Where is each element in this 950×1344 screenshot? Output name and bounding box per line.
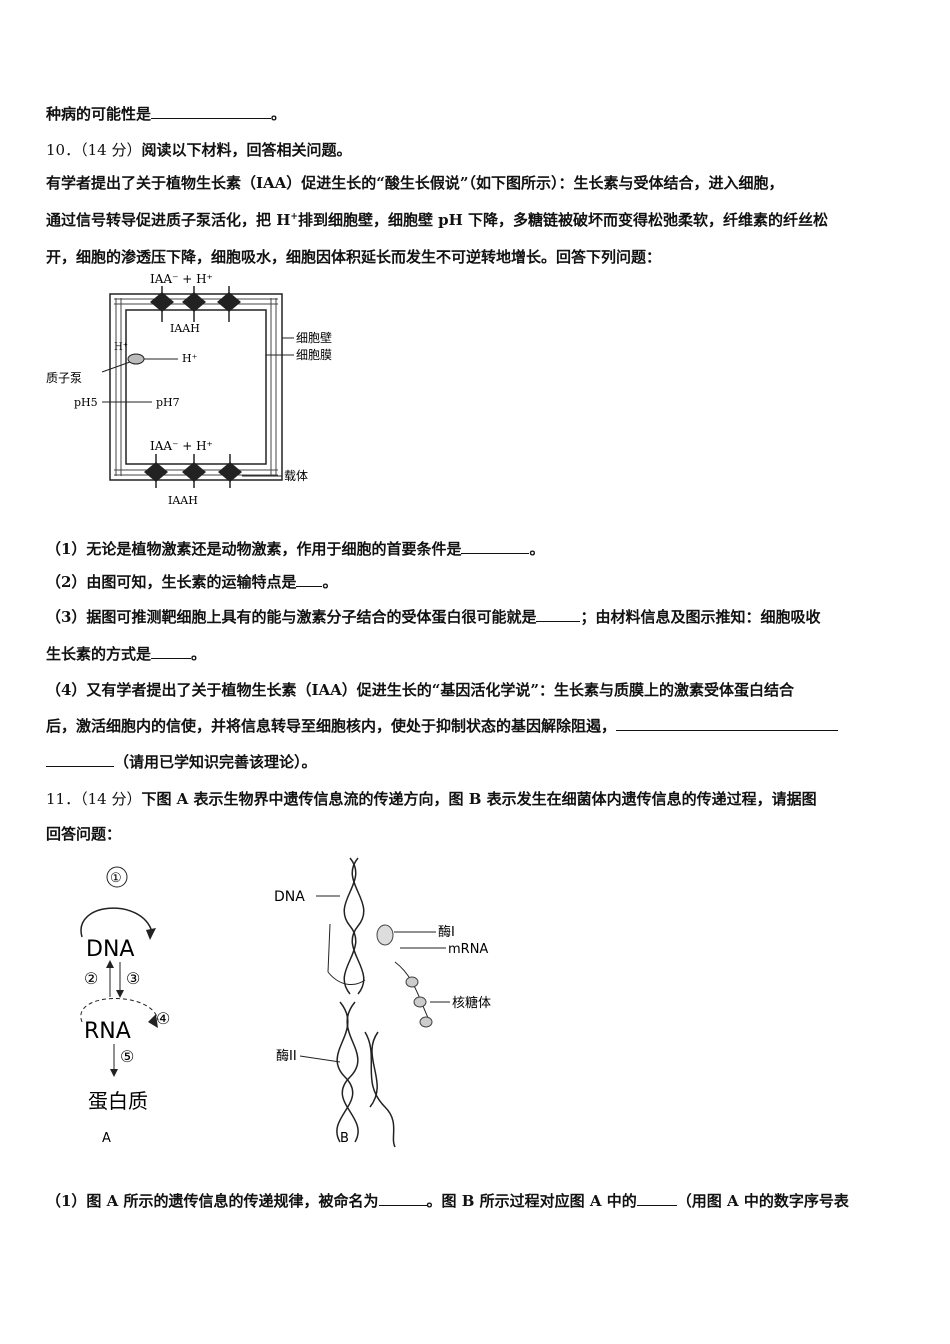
q11-prompt2: 回答问题： (46, 825, 122, 843)
q10-sub4c-text: （请用已学知识完善该理论）。 (114, 753, 317, 771)
q10-sub4a: （4）又有学者提出了关于植物生长素（IAA）促进生长的“基因活化学说”：生长素与… (46, 681, 794, 699)
label-n5: ⑤ (120, 1047, 134, 1066)
q10-sub4b: 后，激活细胞内的信使，并将信息转导至细胞核内，使处于抑制状态的基因解除阻遏， (46, 715, 839, 736)
proton-pump-shape (127, 353, 145, 365)
q10-para3: 开，细胞的渗透压下降，细胞吸水，细胞因体积延长而发生不可逆转地增长。回答下列问题… (46, 248, 662, 266)
answer-blank[interactable] (461, 539, 530, 554)
label-b-dna: DNA (274, 889, 305, 905)
q10-sub1: （1）无论是植物激素还是动物激素，作用于细胞的首要条件是 。 (46, 538, 544, 559)
answer-blank[interactable] (151, 644, 192, 659)
answer-blank[interactable] (616, 716, 839, 731)
label-dna: DNA (86, 937, 134, 962)
answer-blank[interactable] (46, 752, 114, 767)
q10-para2-b: 排到细胞壁，细胞壁 pH 下降，多糖链被破坏而变得松弛柔软，纤维素的纤丝松 (297, 211, 829, 229)
q10-sub3a-text: （3）据图可推测靶细胞上具有的能与激素分子结合的受体蛋白很可能就是 (46, 608, 537, 626)
label-mrna: mRNA (448, 942, 488, 957)
answer-blank[interactable] (296, 572, 323, 587)
q10-sub3b: 生长素的方式是 。 (46, 643, 206, 664)
q11-score: （14 分） (80, 790, 142, 808)
transcription-figure: DNA 酶I mRNA 核糖体 酶II B (274, 857, 491, 1148)
q11-header: 11．（14 分）下图 A 表示生物界中遗传信息流的传递方向，图 B 表示发生在… (46, 788, 817, 809)
top-label: IAA⁻ + H⁺ (150, 272, 213, 286)
answer-blank[interactable] (636, 1191, 677, 1206)
q10-sub2-end: 。 (322, 573, 338, 591)
h-plus-right: H⁺ (182, 352, 198, 365)
label-enzyme2: 酶II (276, 1048, 297, 1064)
q9-tail-text: 种病的可能性是 (46, 105, 152, 123)
ph-inside: pH7 (156, 396, 180, 409)
q10-sub2: （2）由图可知，生长素的运输特点是 。 (46, 571, 337, 592)
q11-sub1: （1）图 A 所示的遗传信息的传递规律，被命名为 。图 B 所示过程对应图 A 中… (46, 1190, 849, 1211)
q10-sub1-text: （1）无论是植物激素还是动物激素，作用于细胞的首要条件是 (46, 540, 462, 558)
label-ribosome: 核糖体 (452, 995, 491, 1011)
proton-pump-label: 质子泵 (46, 371, 82, 385)
q10-sub4b-text: 后，激活细胞内的信使，并将信息转导至细胞核内，使处于抑制状态的基因解除阻遏， (46, 717, 617, 735)
q10-sub4c: （请用已学知识完善该理论）。 (46, 751, 317, 772)
q9-tail-end: 。 (271, 105, 287, 123)
cell-membrane-label: 细胞膜 (296, 348, 332, 362)
q10-prompt: 阅读以下材料，回答相关问题。 (141, 141, 352, 159)
carrier-label: 载体 (284, 469, 308, 483)
top-carriers (150, 286, 241, 322)
label-n2: ② (84, 969, 98, 988)
answer-blank[interactable] (151, 104, 272, 119)
q10-sub3b-end: 。 (191, 645, 207, 663)
cell-wall-label: 细胞壁 (296, 330, 332, 345)
label-protein: 蛋白质 (88, 1089, 148, 1113)
q10-sub3b-text: 生长素的方式是 (46, 645, 152, 663)
q10-para1: 有学者提出了关于植物生长素（IAA）促进生长的“酸生长假说”（如下图所示）：生长… (46, 174, 784, 192)
q10-sub3a: （3）据图可推测靶细胞上具有的能与激素分子结合的受体蛋白很可能就是 ；由材料信息及… (46, 606, 820, 627)
q10-sub2-text: （2）由图可知，生长素的运输特点是 (46, 573, 297, 591)
q10-para2: 通过信号转导促进质子泵活化，把 H+排到细胞壁，细胞壁 pH 下降，多糖链被破坏… (46, 209, 828, 230)
bottom-inner: IAAH (168, 494, 198, 507)
caption-b: B (340, 1131, 349, 1146)
q11-sub1-end: （用图 A 中的数字序号表 (676, 1192, 849, 1210)
ph-outside: pH5 (74, 396, 98, 409)
label-n3: ③ (126, 969, 140, 988)
answer-blank[interactable] (536, 607, 581, 622)
q10-score: （14 分） (80, 141, 142, 159)
top-inner: IAAH (170, 322, 200, 335)
q11-sub1-text: （1）图 A 所示的遗传信息的传递规律，被命名为 (46, 1192, 379, 1210)
bottom-carriers (144, 454, 242, 488)
q9-tail-line: 种病的可能性是 。 (46, 103, 286, 124)
q10-sub3a-mid: ；由材料信息及图示推知：细胞吸收 (580, 608, 821, 626)
q10-para2-sup: + (290, 212, 298, 222)
bottom-label: IAA⁻ + H⁺ (150, 439, 213, 453)
central-dogma-figure: ① DNA ② ③ ④ RNA ⑤ 蛋白质 A (80, 866, 170, 1146)
acid-growth-figure: IAA⁻ + H⁺ IAAH H⁺ H⁺ 质子泵 pH5 pH7 细胞壁 细胞膜… (46, 272, 332, 507)
label-n1: ① (110, 871, 122, 886)
label-rna: RNA (84, 1019, 131, 1044)
caption-a: A (102, 1131, 111, 1146)
q11-number: 11． (46, 790, 81, 808)
label-n4: ④ (156, 1009, 170, 1028)
q10-header: 10．（14 分）阅读以下材料，回答相关问题。 (46, 139, 351, 160)
q11-sub1-mid: 。图 B 所示过程对应图 A 中的 (426, 1192, 637, 1210)
q10-sub1-end: 。 (529, 540, 545, 558)
q10-number: 10． (46, 141, 81, 159)
q10-para2-a: 通过信号转导促进质子泵活化，把 H (46, 211, 291, 229)
label-enzyme1: 酶I (438, 924, 455, 940)
q11-prompt: 下图 A 表示生物界中遗传信息流的传递方向，图 B 表示发生在细菌体内遗传信息的… (141, 790, 817, 808)
h-plus-left: H⁺ (114, 342, 128, 353)
cell-membrane (125, 309, 267, 465)
answer-blank[interactable] (378, 1191, 427, 1206)
